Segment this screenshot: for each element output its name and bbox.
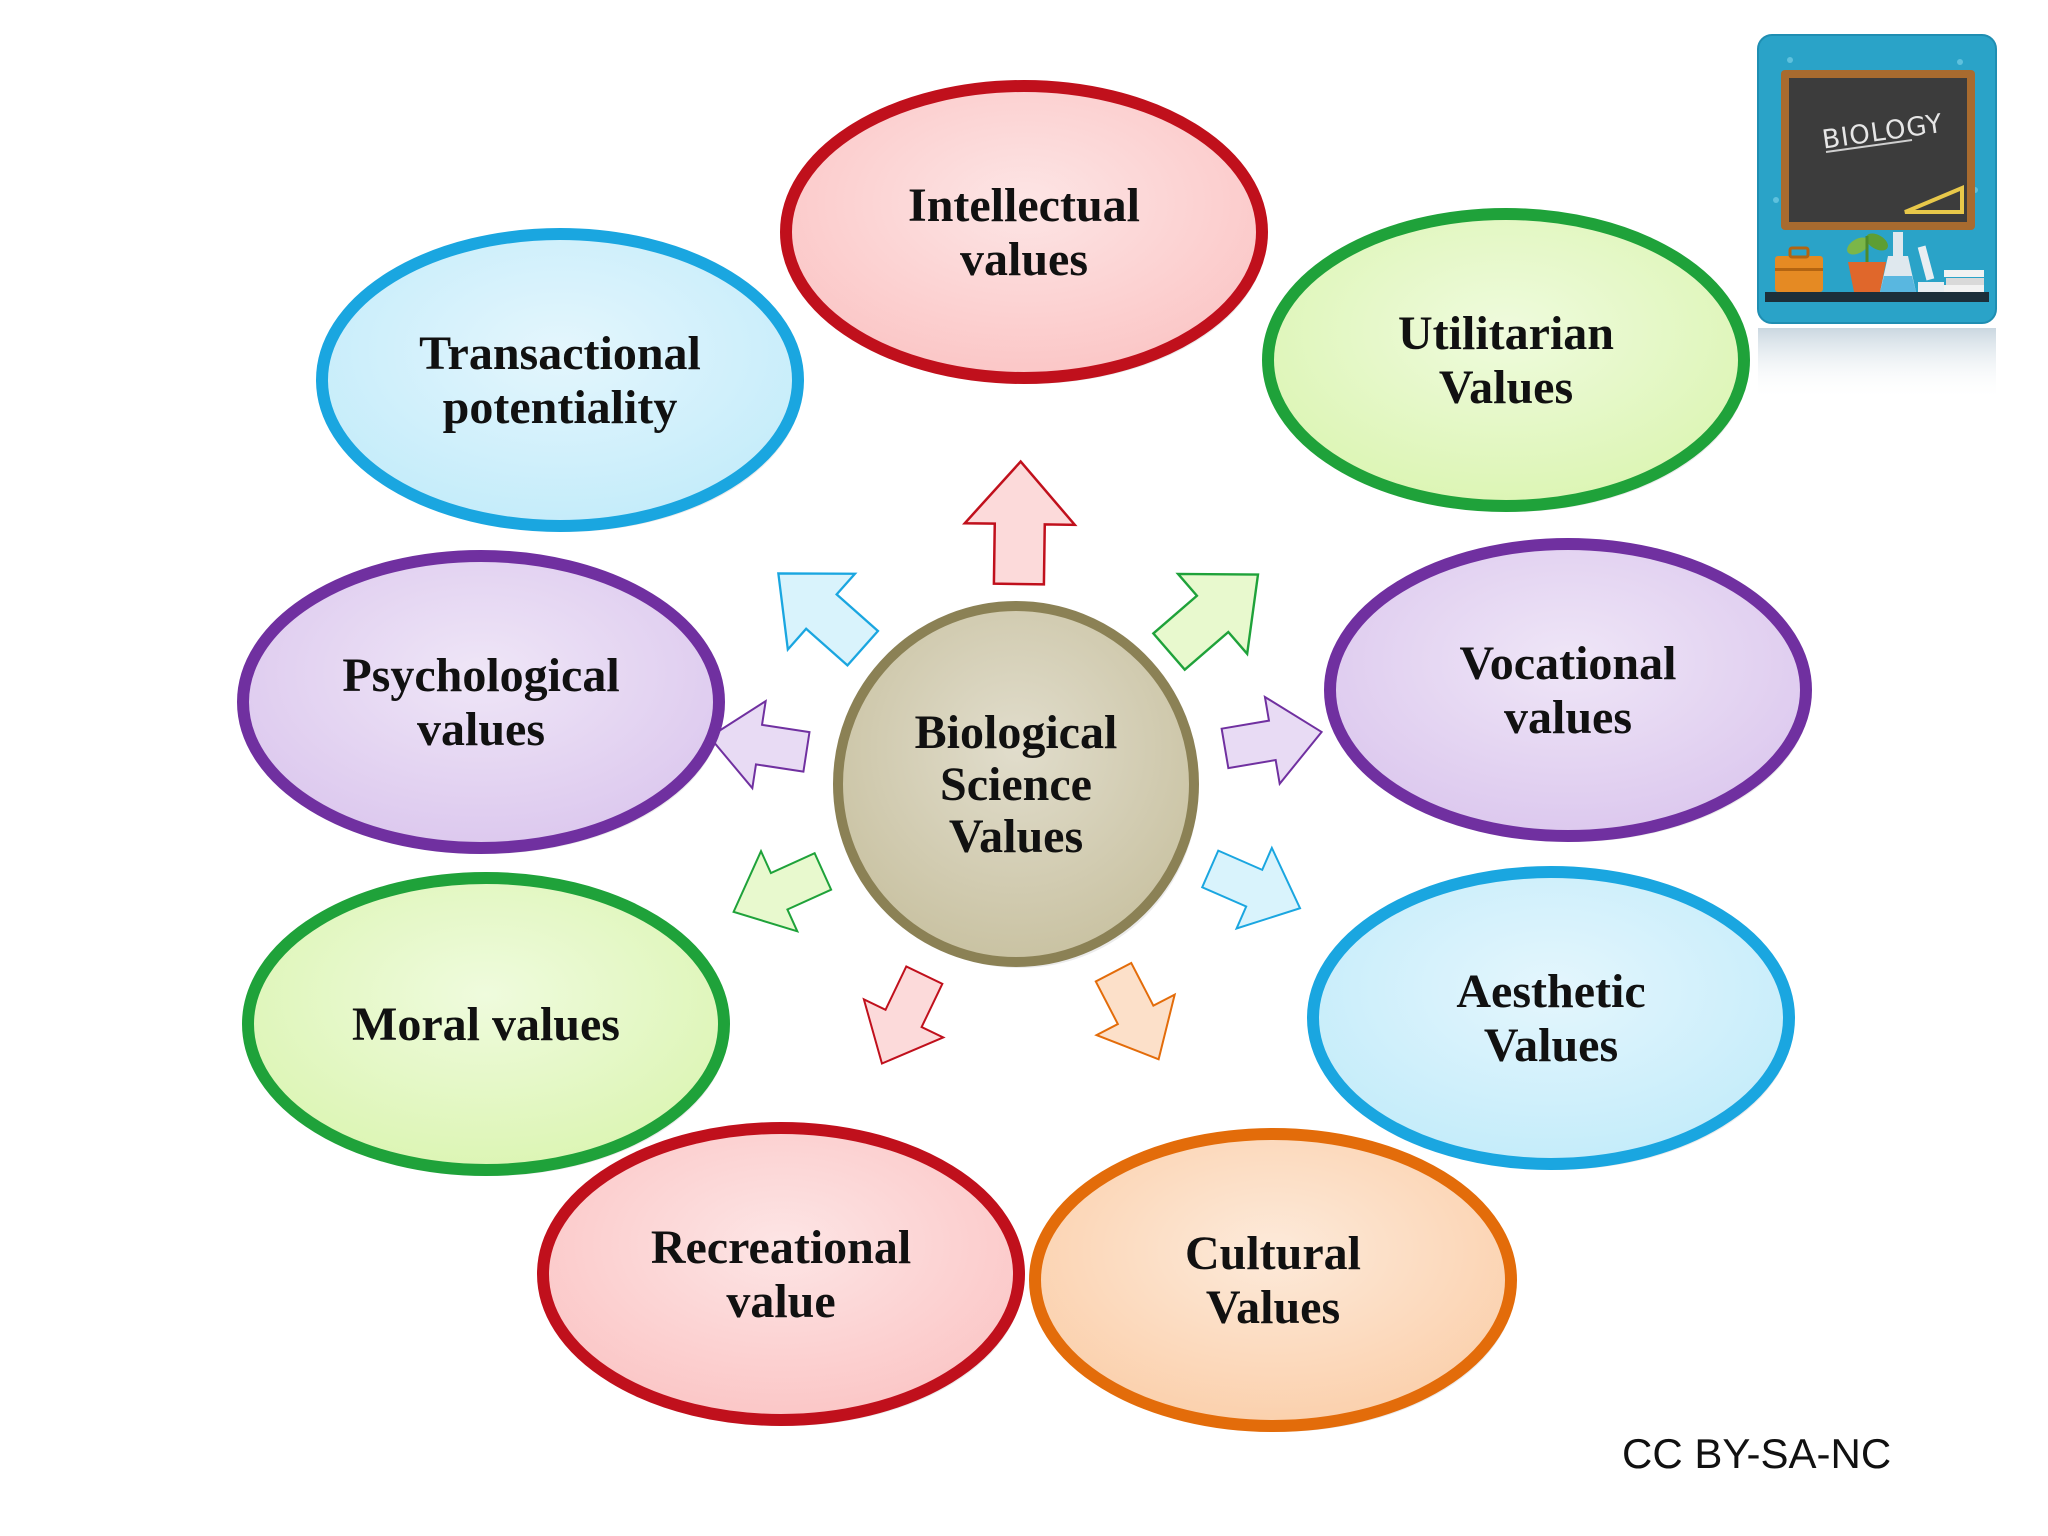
node-label-moral-0: Moral values — [352, 998, 620, 1051]
center-label-0: Biological — [915, 706, 1118, 759]
license-text: CC BY-SA-NC — [1622, 1430, 1892, 1477]
arrow-psychological — [708, 699, 811, 791]
node-label-utilitarian-1: Values — [1439, 361, 1573, 414]
node-label-intellectual-1: values — [960, 233, 1088, 286]
arrow-moral — [732, 848, 833, 933]
center-label-1: Science — [940, 758, 1092, 811]
nodes-layer: IntellectualvaluesUtilitarianValuesVocat… — [237, 80, 1812, 1432]
node-label-aesthetic-0: Aesthetic — [1456, 965, 1645, 1018]
arrow-utilitarian — [1151, 572, 1260, 672]
arrow-transactional — [777, 572, 880, 668]
node-label-recreational-1: value — [726, 1275, 835, 1328]
center-label-2: Values — [949, 810, 1083, 863]
node-label-transactional-0: Transactional — [419, 327, 701, 380]
arrow-aesthetic — [1200, 845, 1302, 931]
node-label-psychological-0: Psychological — [342, 649, 619, 702]
node-label-vocational-1: values — [1504, 691, 1632, 744]
arrow-vocational — [1220, 694, 1324, 787]
node-label-psychological-1: values — [417, 703, 545, 756]
arrow-cultural — [1094, 961, 1177, 1061]
arrow-intellectual — [961, 459, 1078, 586]
node-label-intellectual-0: Intellectual — [908, 179, 1140, 232]
arrows-layer — [708, 459, 1324, 1065]
arrow-recreational — [862, 965, 946, 1065]
node-label-transactional-1: potentiality — [443, 381, 678, 434]
node-label-cultural-1: Values — [1206, 1281, 1340, 1334]
node-label-vocational-0: Vocational — [1460, 637, 1677, 690]
biology-classroom-icon: BIOLOGY — [1757, 34, 1997, 400]
node-label-utilitarian-0: Utilitarian — [1398, 307, 1614, 360]
node-label-cultural-0: Cultural — [1185, 1227, 1361, 1280]
node-moral: Moral values — [242, 872, 730, 1176]
node-label-recreational-0: Recreational — [651, 1221, 911, 1274]
node-label-aesthetic-1: Values — [1484, 1019, 1618, 1072]
